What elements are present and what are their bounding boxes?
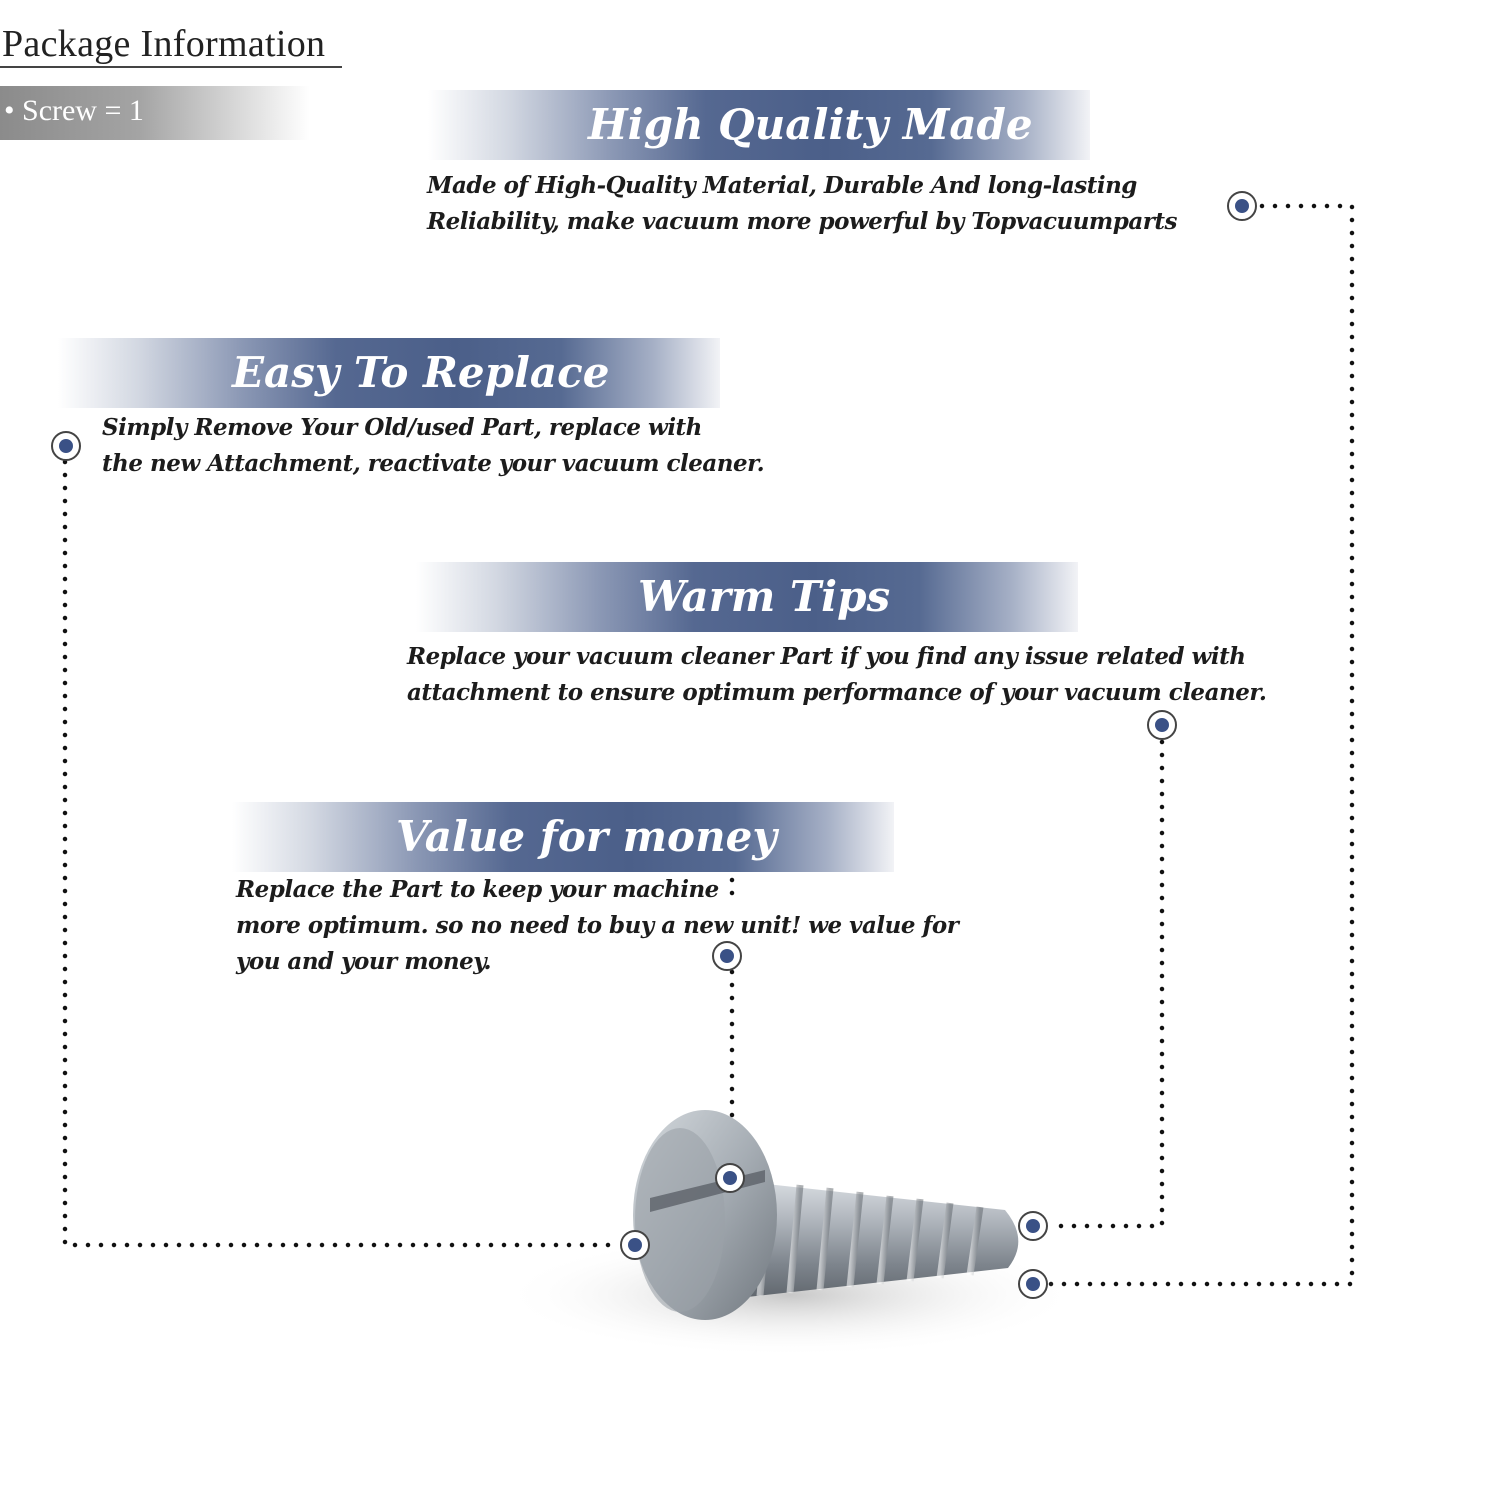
connector-warm-tips — [1045, 739, 1165, 1229]
marker-screw-head-side — [620, 1230, 650, 1260]
warm-tips-line-2: attachment to ensure optimum performance… — [407, 679, 1267, 706]
marker-screw-thread — [1018, 1211, 1048, 1241]
marker-screw-head-top — [715, 1163, 745, 1193]
marker-value-money — [712, 941, 742, 971]
warm-tips-title: Warm Tips — [638, 572, 891, 621]
value-money-title: Value for money — [396, 812, 777, 861]
banner-value-money: Value for money — [232, 802, 894, 872]
warm-tips-description: Replace your vacuum cleaner Part if you … — [407, 639, 1267, 711]
marker-high-quality — [1227, 191, 1257, 221]
connector-easy-replace — [62, 459, 621, 1248]
value-money-description: Replace the Part to keep your machine mo… — [236, 872, 959, 980]
marker-screw-tip — [1018, 1269, 1048, 1299]
marker-warm-tips — [1147, 710, 1177, 740]
package-item-screw: • Screw = 1 — [4, 94, 144, 127]
screw-shaft — [720, 1180, 1019, 1300]
easy-replace-title: Easy To Replace — [232, 348, 610, 397]
value-money-line-1: Replace the Part to keep your machine — [236, 876, 719, 903]
high-quality-description: Made of High-Quality Material, Durable A… — [427, 168, 1177, 240]
high-quality-title: High Quality Made — [588, 100, 1033, 149]
package-information-title: Package Information — [2, 23, 326, 65]
high-quality-line-1: Made of High-Quality Material, Durable A… — [427, 172, 1137, 199]
package-item-banner: • Screw = 1 — [0, 86, 310, 140]
banner-high-quality: High Quality Made — [428, 90, 1090, 160]
banner-easy-replace: Easy To Replace — [58, 338, 720, 408]
value-money-line-3: you and your money. — [236, 948, 491, 975]
marker-easy-replace — [51, 431, 81, 461]
easy-replace-line-2: the new Attachment, reactivate your vacu… — [102, 450, 765, 477]
title-underline — [0, 66, 342, 68]
high-quality-line-2: Reliability, make vacuum more powerful b… — [427, 208, 1177, 235]
banner-warm-tips: Warm Tips — [416, 562, 1078, 632]
easy-replace-description: Simply Remove Your Old/used Part, replac… — [102, 410, 765, 482]
warm-tips-line-1: Replace your vacuum cleaner Part if you … — [407, 643, 1246, 670]
screw-head — [633, 1110, 777, 1320]
easy-replace-line-1: Simply Remove Your Old/used Part, replac… — [102, 414, 702, 441]
value-money-line-2: more optimum. so no need to buy a new un… — [236, 912, 959, 939]
